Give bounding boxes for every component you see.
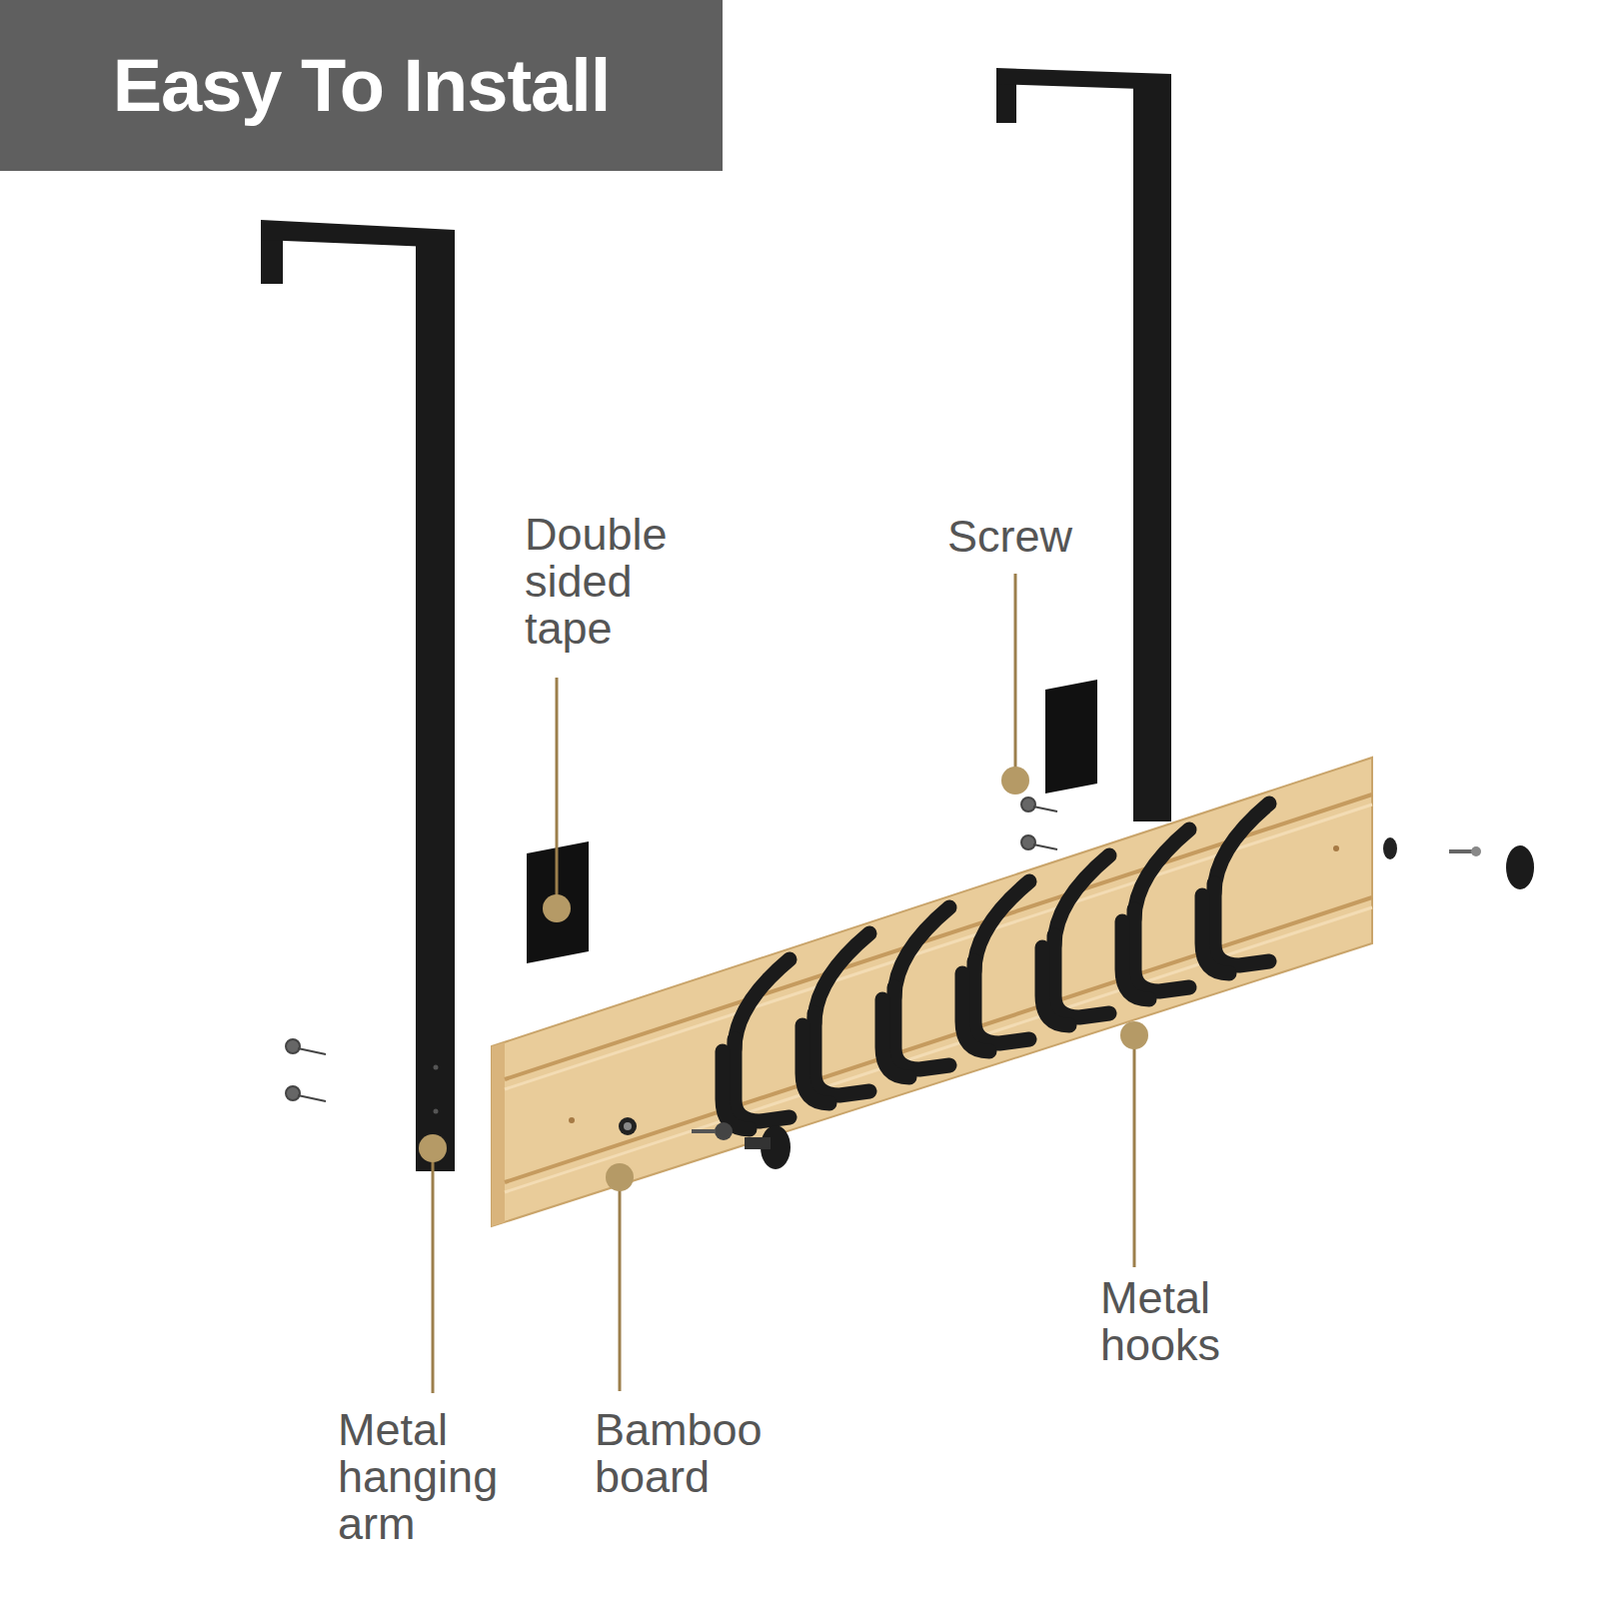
title-banner: [0, 0, 723, 171]
part-label: Screw: [947, 513, 1148, 561]
leader-lines: [432, 573, 1135, 1394]
tape-piece: [1045, 679, 1098, 794]
screws: [285, 797, 1535, 1170]
hanging-arm: [996, 67, 1172, 822]
part-label: Bamboo board: [594, 1407, 805, 1502]
part-label: Metal hanging arm: [337, 1407, 548, 1548]
part-label: Double sided tape: [524, 511, 710, 652]
part-label: Metal hooks: [1100, 1275, 1271, 1370]
leader-dots: [418, 766, 1149, 1192]
title: Easy To Install: [112, 42, 611, 128]
bamboo-board: [491, 757, 1373, 1227]
metal-hooks: [722, 803, 1270, 1130]
hanging-arm: [260, 219, 455, 1172]
